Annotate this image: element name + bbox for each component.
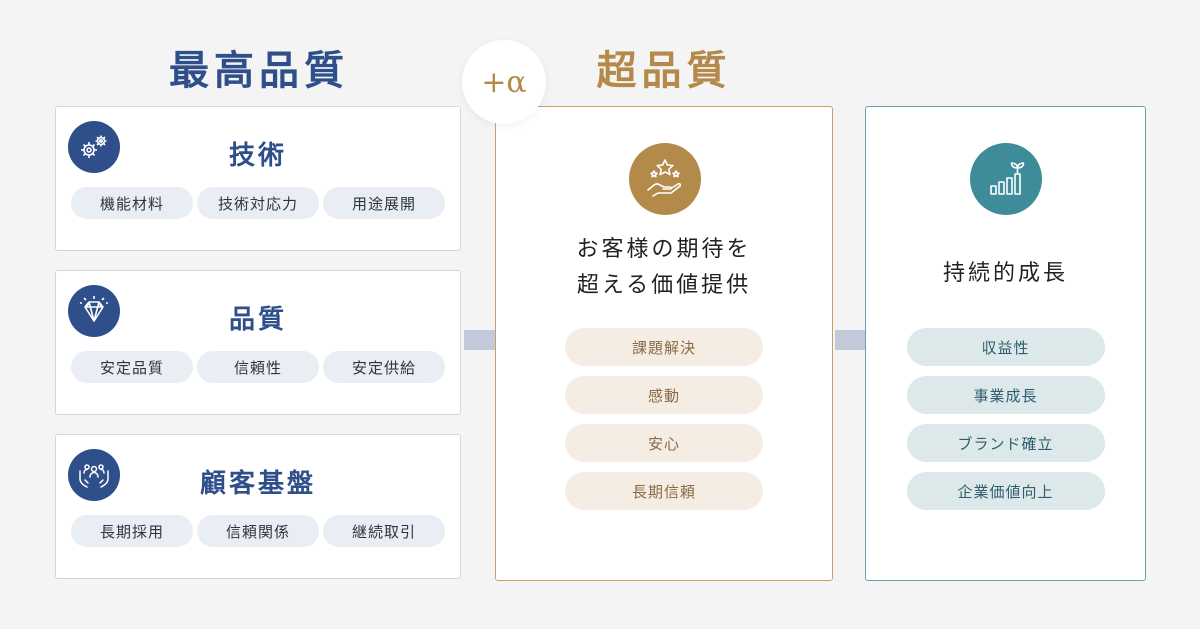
growth-item: 企業価値向上 [906,472,1105,510]
growth-item: 収益性 [906,328,1105,366]
chip: 用途展開 [323,187,445,219]
technology-title: 技術 [228,141,287,171]
growth-title: 持続的成長 [942,261,1068,286]
growth-item: ブランド確立 [906,424,1105,462]
chip: 安定品質 [71,351,193,383]
growth-item: 事業成長 [906,376,1105,414]
quality-card: 品質 安定品質 信頼性 安定供給 [55,270,461,415]
value-item: 長期信頼 [565,472,763,510]
chip: 技術対応力 [197,187,319,219]
customer-base-card: 顧客基盤 長期採用 信頼関係 継続取引 [55,434,461,579]
growth-items: 収益性 事業成長 ブランド確立 企業価値向上 [866,328,1145,520]
value-title-line1: お客様の期待を [576,237,752,262]
chip: 信頼関係 [197,515,319,547]
value-item: 感動 [565,376,763,414]
value-card: お客様の期待を 超える価値提供 課題解決 感動 安心 長期信頼 [495,106,833,581]
star-hand-icon [629,143,701,215]
diamond-icon [68,285,120,337]
chip: 継続取引 [323,515,445,547]
value-item: 安心 [565,424,763,462]
value-item: 課題解決 [565,328,763,366]
quality-chips: 安定品質 信頼性 安定供給 [71,351,445,383]
plus-alpha-label: +α [481,64,527,100]
customer-base-title: 顧客基盤 [199,469,316,499]
quality-title: 品質 [228,305,287,335]
gears-icon [68,121,120,173]
growth-card: 持続的成長 収益性 事業成長 ブランド確立 企業価値向上 [865,106,1146,581]
chip: 安定供給 [323,351,445,383]
chip: 機能材料 [71,187,193,219]
value-items: 課題解決 感動 安心 長期信頼 [496,328,832,520]
chip: 長期採用 [71,515,193,547]
technology-chips: 機能材料 技術対応力 用途展開 [71,187,445,219]
growth-chart-icon [970,143,1042,215]
technology-card: 技術 機能材料 技術対応力 用途展開 [55,106,461,251]
value-title-line2: 超える価値提供 [576,273,752,298]
chip: 信頼性 [197,351,319,383]
left-heading: 最高品質 [169,48,349,94]
plus-alpha-badge: +α [462,40,546,124]
value-title: お客様の期待を 超える価値提供 [496,232,832,304]
middle-heading: 超品質 [596,48,732,94]
people-hands-icon [68,449,120,501]
customer-base-chips: 長期採用 信頼関係 継続取引 [71,515,445,547]
